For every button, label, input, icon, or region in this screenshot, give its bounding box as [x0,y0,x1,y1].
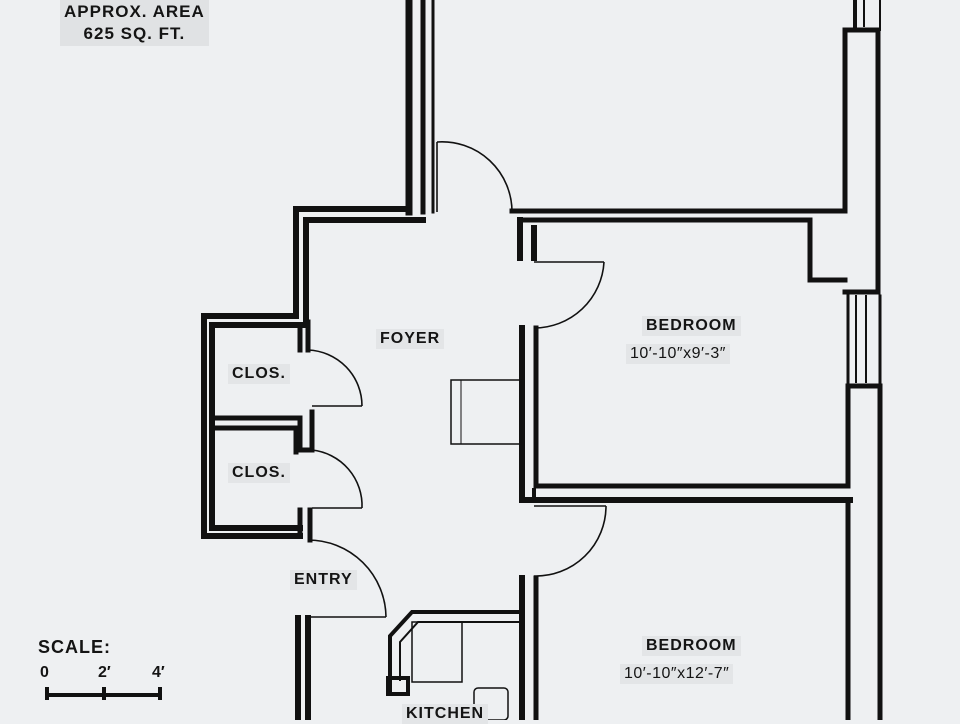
door-bedroom1 [533,261,605,329]
room-label-foyer: FOYER [376,329,445,349]
door-upper-room [436,141,513,213]
window-east [846,294,882,384]
wall-bedroom2-west [519,575,539,720]
room-label-closet-2: CLOS. [228,463,290,483]
room-dimensions-bedroom-2: 10′-10″x12′-7″ [620,664,734,684]
room-label-kitchen: KITCHEN [402,704,489,724]
wall-foyer-north [201,206,426,539]
door-closet1 [307,349,363,407]
wall-bedroom1-north [509,0,881,295]
wall-closets [209,319,315,543]
room-dimensions-bedroom-1: 10′-10″x9′-3″ [626,344,730,364]
wall-upper-left [405,0,435,216]
area-line1: APPROX. AREA [64,2,205,21]
area-label: APPROX. AREA 625 SQ. FT. [60,0,209,46]
room-label-entry: ENTRY [290,570,357,590]
foyer-fixture [450,379,522,445]
scale-tick-0: 0 [40,664,49,681]
scale-bar [45,687,162,700]
scale-title: SCALE: [38,637,111,657]
room-label-bedroom-1: BEDROOM [642,316,741,336]
area-line2: 625 SQ. FT. [83,24,186,43]
room-label-bedroom-2: BEDROOM [642,636,741,656]
door-closet2 [311,449,363,509]
door-bedroom2 [533,505,607,577]
wall-bedroom-partition [519,325,883,720]
scale-tick-4: 4′ [152,664,165,681]
scale-tick-2: 2′ [98,664,111,681]
room-label-closet-1: CLOS. [228,364,290,384]
door-entry [307,539,387,618]
wall-entry [295,615,311,720]
